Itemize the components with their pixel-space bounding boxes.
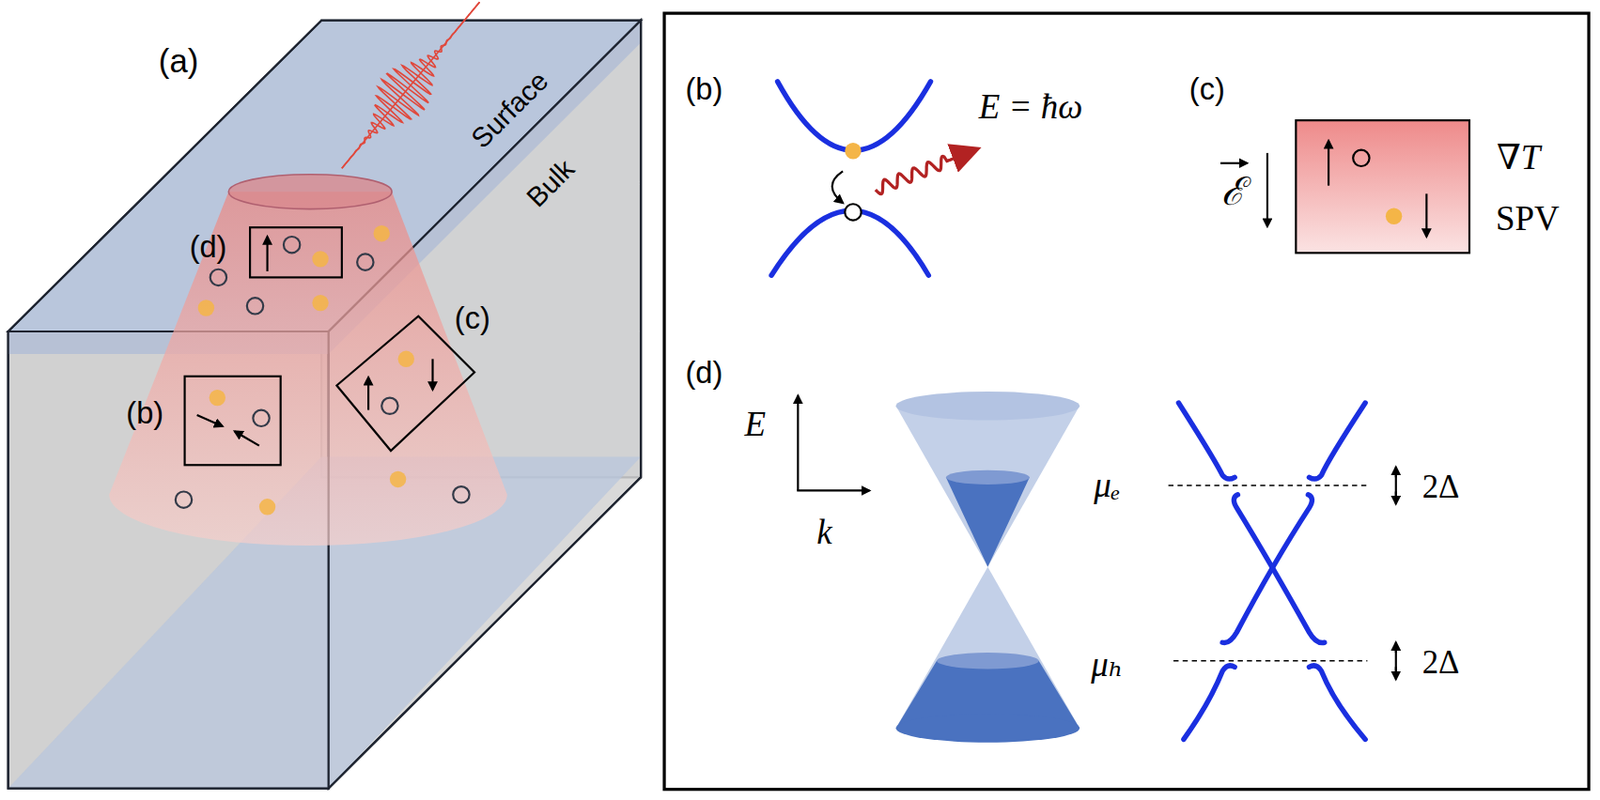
crystal-block xyxy=(8,20,641,790)
dirac-cone xyxy=(896,391,1080,744)
label: E = ħω xyxy=(978,90,1083,125)
panel-label: (d) xyxy=(189,232,228,264)
box-outline xyxy=(183,375,281,467)
label: SPV xyxy=(1495,201,1560,237)
panel-label: (c) xyxy=(454,303,491,335)
label: μₕ xyxy=(1090,648,1124,684)
panel-frame xyxy=(664,13,1589,791)
photon xyxy=(875,149,979,195)
carriers xyxy=(175,225,470,515)
label: ∇T xyxy=(1496,140,1540,176)
vector-arrow xyxy=(1220,162,1247,165)
detail-box: (b) xyxy=(183,375,281,467)
laser-cone xyxy=(108,191,508,546)
label: ℰ xyxy=(1221,172,1245,212)
electron xyxy=(844,142,861,159)
label: 2Δ xyxy=(1422,646,1461,680)
label: (b) xyxy=(684,74,723,106)
detail-box: (d) xyxy=(248,226,343,279)
gapped-bands xyxy=(1178,403,1366,740)
laser-spot xyxy=(228,174,392,210)
label: 2Δ xyxy=(1422,470,1461,504)
gradient-box xyxy=(1295,120,1470,253)
box-outline xyxy=(336,316,475,451)
recombination-arrow xyxy=(832,170,843,203)
label: (d) xyxy=(684,357,723,389)
chemical-potential-lines xyxy=(1168,485,1368,662)
label: E xyxy=(744,406,766,442)
panel-label: (b) xyxy=(125,398,164,430)
spin-arrows xyxy=(796,140,1427,492)
label: (c) xyxy=(1189,74,1226,106)
label: μₑ xyxy=(1093,468,1120,504)
label: (a) xyxy=(158,45,199,78)
gap-arrows xyxy=(1395,466,1398,680)
box-outline xyxy=(248,226,343,279)
detail-box: (c) xyxy=(336,316,475,451)
label: k xyxy=(816,514,832,550)
laser-pulse xyxy=(341,1,481,169)
hole xyxy=(844,203,861,220)
